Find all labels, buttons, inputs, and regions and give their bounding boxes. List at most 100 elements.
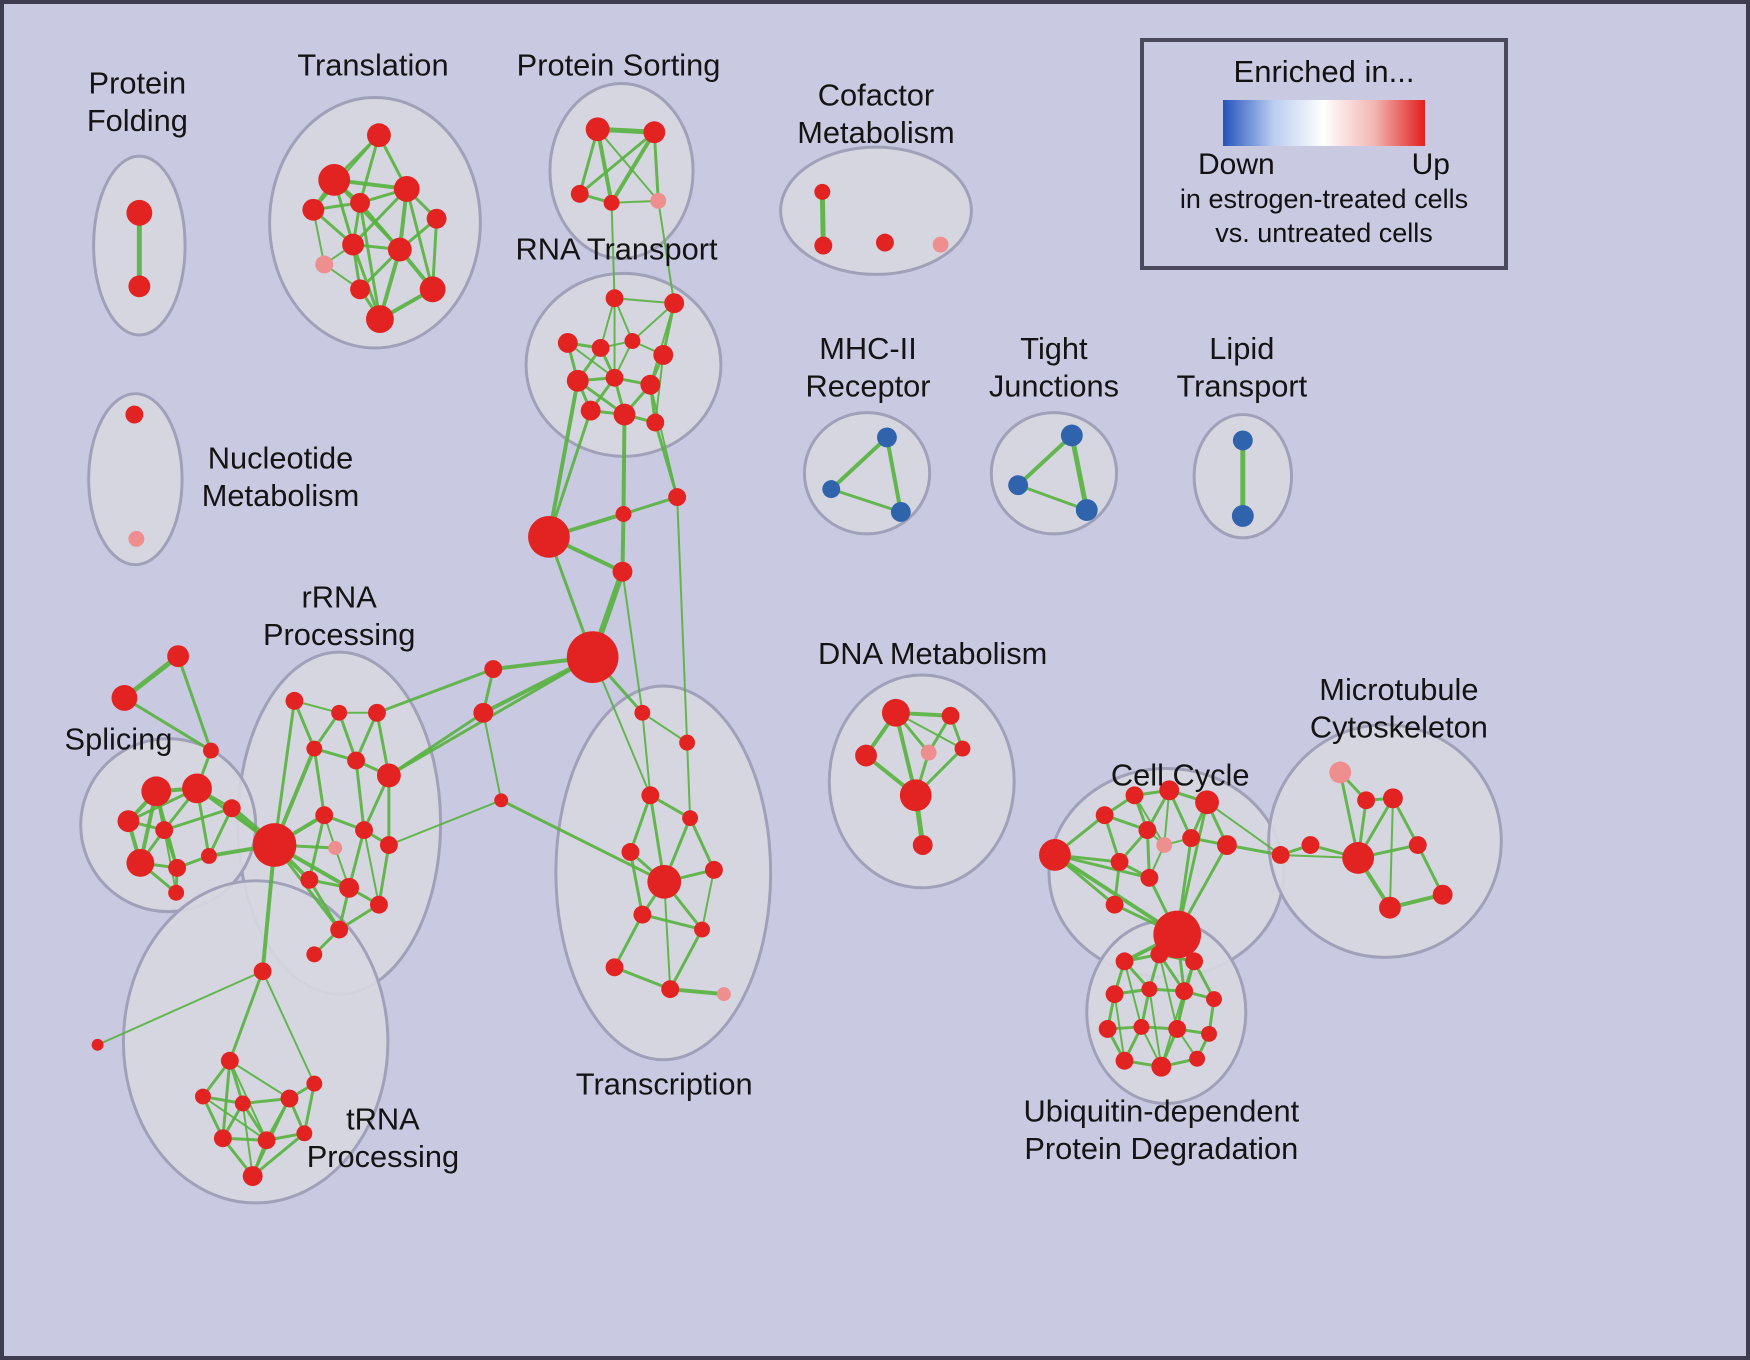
edge-m2-m3	[829, 487, 903, 514]
edge-sp4-sp5	[162, 806, 234, 832]
node-h4	[612, 561, 633, 582]
edge-rt10-h1	[547, 409, 593, 539]
node-cc3	[1125, 786, 1144, 805]
edge-ps1-ps4	[595, 127, 614, 205]
node-rt2	[664, 293, 685, 314]
node-sp8	[200, 848, 217, 864]
legend-caption-line2: vs. untreated cells	[1215, 218, 1433, 248]
edge-rr4-rr7	[312, 747, 326, 817]
edge-h3-tx2	[676, 496, 689, 744]
node-sp5	[222, 799, 241, 818]
edge-tr4-tr12	[358, 201, 382, 321]
node-tpa	[253, 962, 272, 981]
edge-tx6-tx11	[663, 880, 672, 991]
node-tx4	[682, 810, 699, 827]
node-rr7	[315, 806, 334, 825]
edge-h2-h3	[621, 495, 679, 516]
edge-ub1-ub9	[1123, 960, 1143, 1028]
node-tp8	[296, 1125, 313, 1142]
node-dm4	[920, 744, 937, 761]
cluster-label-transcription: Transcription	[576, 1067, 753, 1102]
node-rr4	[306, 740, 323, 757]
node-rr5	[347, 751, 366, 770]
node-cm1	[814, 183, 831, 200]
node-sp4	[155, 821, 174, 840]
node-rr11	[300, 870, 319, 889]
node-tx12	[716, 987, 731, 1002]
node-tp2	[195, 1088, 211, 1105]
node-tx3	[641, 786, 660, 805]
cluster-label-translation: Translation	[297, 48, 448, 83]
node-tx11	[661, 980, 680, 999]
node-ub11	[1201, 1025, 1217, 1042]
node-tr12	[366, 305, 394, 334]
edge-ps2-ps4	[609, 130, 657, 205]
edge-tpw-tpa	[96, 970, 264, 1046]
node-ub8	[1098, 1019, 1117, 1038]
cluster-label-rna-transport: RNA Transport	[516, 231, 718, 266]
node-tx8	[633, 905, 652, 924]
edge-tp8-tp9	[251, 1131, 306, 1178]
edge-cc1-cc11	[1053, 853, 1151, 880]
node-dm6	[899, 779, 932, 812]
node-ps5	[650, 192, 667, 209]
edge-h8-h7	[482, 711, 503, 802]
edge-cc3-cc7	[1133, 794, 1166, 847]
node-rt1	[605, 289, 624, 308]
node-tx9	[694, 921, 710, 938]
edge-h8-rr10	[387, 799, 503, 847]
node-s0a	[167, 645, 190, 668]
edge-tpa-tp1	[228, 969, 265, 1063]
legend-gradient-bar	[1223, 100, 1425, 146]
edge-ps1-ps5	[596, 128, 660, 202]
node-cc4	[1159, 780, 1180, 801]
node-h7	[473, 702, 494, 723]
node-j3	[1075, 499, 1098, 521]
node-tr5	[393, 175, 420, 202]
node-cc12	[1105, 895, 1124, 914]
node-h5	[566, 631, 619, 683]
edge-tx8-tx10	[613, 913, 644, 969]
node-rt5	[624, 333, 641, 349]
edge-s0b-s0c	[122, 696, 213, 753]
edge-tx10-tx11	[613, 965, 672, 991]
node-rt11	[613, 403, 636, 426]
node-ub9	[1133, 1018, 1150, 1035]
cluster-label-dna-metabolism: DNA Metabolism	[818, 636, 1047, 671]
node-rr2	[331, 704, 348, 721]
edge-rr3-h6	[375, 667, 495, 715]
edge-ps2-ps3	[578, 130, 656, 196]
node-tr2	[318, 164, 351, 196]
node-rr1	[285, 691, 304, 710]
node-rt12	[646, 413, 665, 432]
node-sp3	[117, 810, 140, 833]
edge-tx1-tx3	[641, 711, 652, 797]
edge-mc2-mc7	[1388, 797, 1394, 909]
node-dm1	[881, 698, 910, 727]
node-cc8	[1182, 829, 1201, 848]
node-cc10	[1110, 852, 1129, 871]
node-rr3	[368, 703, 386, 722]
node-ub14	[1189, 1050, 1206, 1067]
node-rr12	[339, 877, 360, 898]
node-m2	[822, 480, 841, 499]
node-tr9	[315, 255, 334, 274]
edge-tx1-tx2	[641, 711, 689, 744]
node-rt10	[580, 400, 601, 421]
edge-cm1-cm2	[819, 189, 826, 249]
edge-ps2-ps5	[652, 130, 660, 203]
node-tr4	[350, 192, 370, 213]
edge-tx4-tx7	[688, 816, 716, 872]
edge-rt11-h2	[621, 412, 627, 516]
node-ub7	[1206, 991, 1222, 1008]
node-pf2	[128, 275, 151, 298]
